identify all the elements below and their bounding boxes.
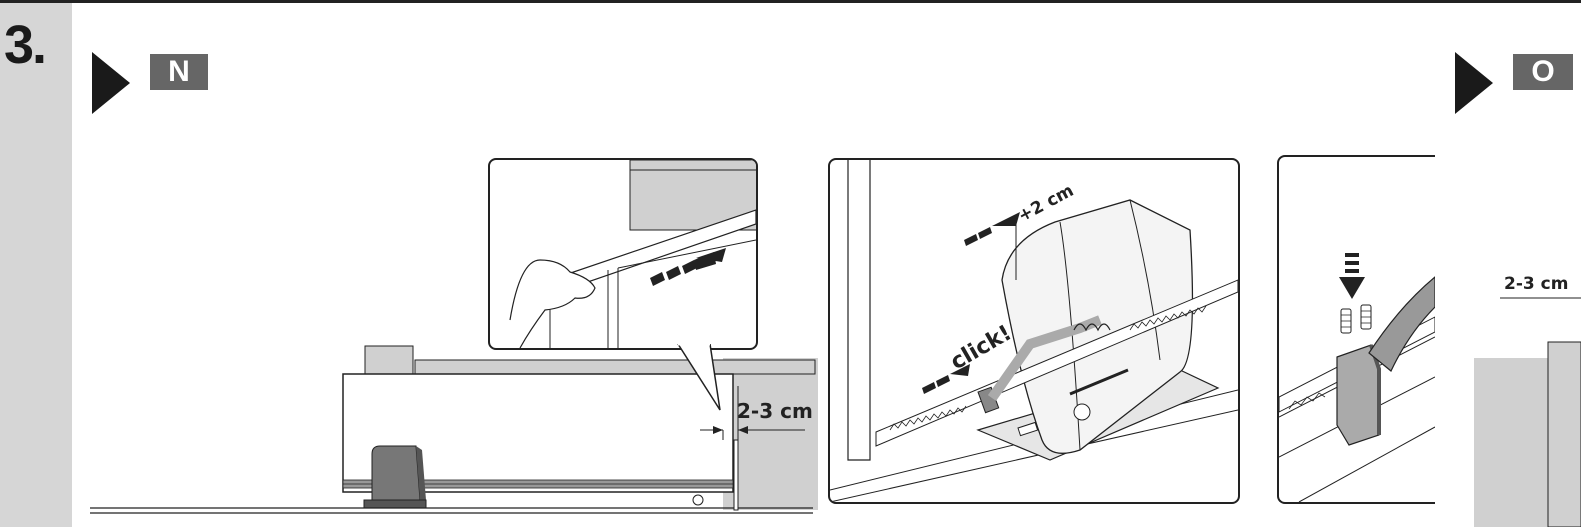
gap-dimension-label-o: 2-3 cm — [1504, 274, 1569, 294]
gap-dimension-label: 2-3 cm — [737, 399, 813, 423]
bracket-screws-panel — [1277, 155, 1435, 504]
step-number: 3. — [4, 15, 47, 75]
click-label: click! — [947, 321, 1017, 376]
section-n-arrow-icon — [92, 52, 130, 114]
step-sidebar — [0, 3, 72, 527]
callout-pointer — [677, 344, 721, 411]
bracket-screws-illustration — [1279, 253, 1435, 502]
push-gate-illustration — [509, 160, 756, 348]
section-o-badge: O — [1513, 54, 1573, 90]
gate-overview-illustration — [90, 345, 818, 514]
section-o-arrow-icon — [1455, 52, 1493, 114]
motor-engagement-panel: click! +2 cm — [828, 158, 1240, 504]
push-gate-detail-panel — [488, 158, 758, 350]
section-o-illustration — [1474, 297, 1581, 527]
top-rule — [0, 0, 1581, 3]
motor-click-illustration: click! +2 cm — [830, 160, 1238, 502]
section-n-badge: N — [150, 54, 208, 90]
